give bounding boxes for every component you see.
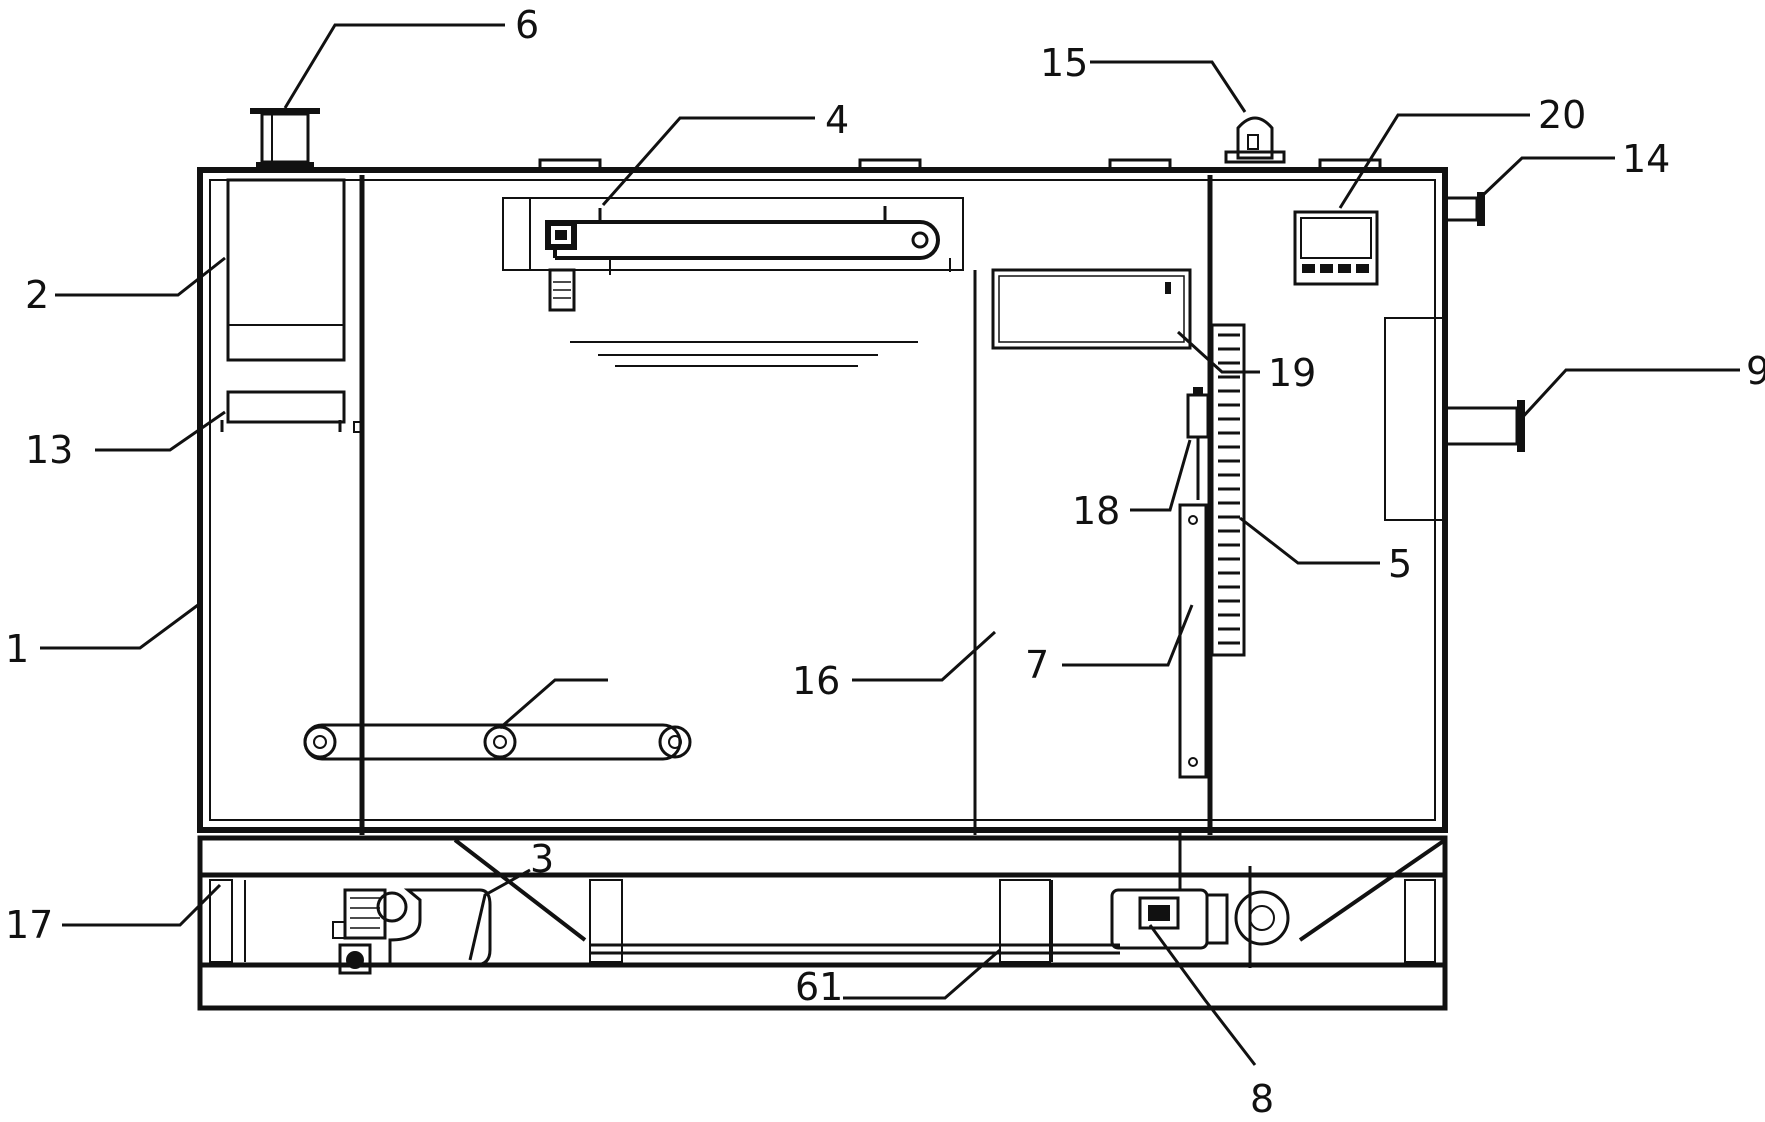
callout-8: 6 [515,3,539,47]
housing [197,158,1448,833]
callout-1: 1 [5,627,29,671]
callout-19: 19 [1268,351,1316,395]
callout-2: 2 [25,273,49,317]
callout-7: 7 [1025,643,1049,687]
water-level [570,341,918,367]
callout-3: 3 [530,837,554,881]
pump-motor-left [332,888,492,975]
gear-rack [1210,323,1246,657]
callout-14: 14 [1622,137,1670,181]
side-pipe-lower [1443,400,1525,452]
callout-18: 18 [1072,489,1120,533]
callout-4: 4 [825,98,849,142]
bottom-conveyor [303,723,692,761]
callout-5: 5 [1388,542,1412,586]
callout-17: 17 [5,903,53,947]
callout-20: 20 [1538,93,1586,137]
top-outlet-pipe [250,108,320,172]
leader-lines [40,23,1740,1066]
observation-window [991,268,1192,350]
callout-13: 13 [25,428,73,472]
vent-cap [1224,116,1286,164]
callout-61: 61 [795,965,843,1009]
side-pipe-upper [1443,192,1485,226]
control-panel [1293,210,1379,286]
filter-screen-lower [220,390,363,433]
callout-16: 16 [792,659,840,703]
callout-6: 8 [1250,1077,1274,1121]
slide-plate [1178,503,1208,779]
callout-9: 9 [1746,349,1765,393]
scraper-conveyor [502,197,964,312]
sensor [1186,387,1210,500]
filter-screen-upper [226,178,346,362]
callout-15: 15 [1040,41,1088,85]
pump-motor-right [1110,830,1398,968]
base-frame [197,835,1448,1011]
bottom-pipe [590,943,1120,955]
callout-labels: 6 2 13 1 4 15 20 14 9 19 18 5 7 16 3 17 … [5,3,1765,1121]
